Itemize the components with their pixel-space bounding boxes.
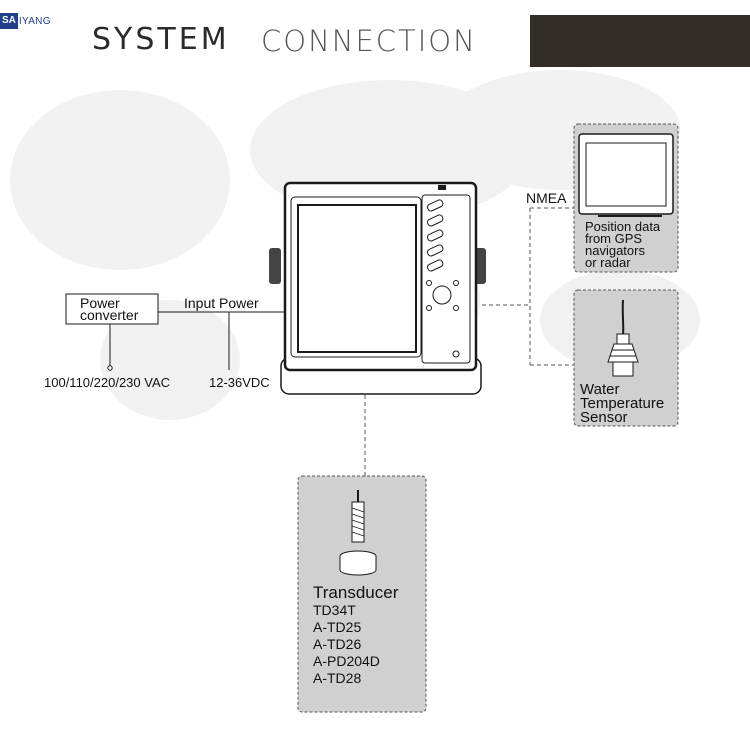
power-converter-box	[65, 293, 159, 325]
logo-prefix: SA	[0, 13, 18, 29]
transducer-model: A-TD26	[313, 636, 361, 652]
transducer-model: A-TD28	[313, 670, 361, 686]
power-converter-label-2: converter	[80, 307, 139, 323]
gps-text-1: Position data	[585, 219, 661, 234]
title-system: SYSTEM	[92, 22, 230, 57]
dc-voltage-label: 12-36VDC	[209, 375, 270, 390]
transducer-panel	[297, 475, 427, 713]
gps-text-3: navigators	[585, 243, 645, 258]
gps-monitor-screen	[585, 142, 667, 207]
connection-lines	[109, 311, 284, 370]
gps-text-4: or radar	[585, 255, 631, 270]
transducer-title: Transducer	[313, 583, 399, 602]
fish-finder-unit	[269, 181, 486, 395]
ac-terminal	[107, 365, 113, 371]
power-converter-label-1: Power	[80, 295, 120, 311]
input-power-label: Input Power	[184, 295, 259, 311]
left-knob	[269, 248, 281, 284]
unit-top-detail	[438, 185, 446, 190]
ac-voltage-label: 100/110/220/230 VAC	[44, 375, 170, 390]
header-banner	[530, 15, 750, 67]
nmea-label: NMEA	[526, 190, 567, 206]
transducer-model: A-PD204D	[313, 653, 380, 669]
keypad-buttons	[426, 199, 460, 358]
sensor-text-2: Temperature	[580, 395, 664, 412]
water-temp-panel	[573, 289, 679, 427]
sensor-text-1: Water	[580, 381, 619, 398]
logo-rest: IYANG	[18, 15, 51, 27]
transducer-model: TD34T	[313, 602, 356, 618]
gps-text-2: from GPS	[585, 231, 642, 246]
unit-screen	[297, 204, 417, 353]
transducer-model: A-TD25	[313, 619, 361, 635]
title-connection: CONNECTION	[261, 24, 477, 58]
dashed-links	[364, 207, 574, 476]
gps-panel	[573, 123, 679, 273]
brand-logo: SA IYANG	[0, 13, 51, 29]
sensor-text-3: Sensor	[580, 409, 628, 426]
